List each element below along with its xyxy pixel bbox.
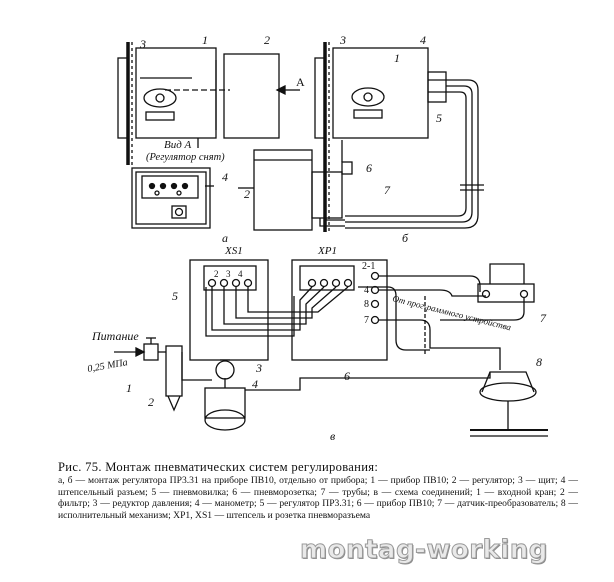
figure-caption: Рис. 75. Монтаж пневматических систем ре… <box>58 460 578 522</box>
pin-label-2: 2 <box>214 269 219 279</box>
panel-v-scheme <box>114 259 548 437</box>
caption-title: Рис. 75. Монтаж пневматических систем ре… <box>58 460 379 474</box>
label-b-device: 1 <box>394 51 400 65</box>
label-filter: 2 <box>148 395 154 409</box>
sub-label-v: в <box>330 429 335 443</box>
label-b-tubes: 7 <box>384 183 391 197</box>
label-b-connector: 4 <box>420 33 426 47</box>
port-label-2-1: 2-1 <box>362 261 375 272</box>
pin-label-4: 4 <box>238 269 243 279</box>
label-xs1: XS1 <box>224 245 243 257</box>
pin-label-3: 3 <box>226 269 231 279</box>
label-box-6: 6 <box>344 369 350 383</box>
label-xp1: XP1 <box>317 245 337 257</box>
sub-label-b: б <box>402 231 409 245</box>
label-b-pneumo-plug: 5 <box>436 111 442 125</box>
label-a-arrow: A <box>296 75 305 89</box>
from-device-label: От прог-раммного устройства <box>392 293 513 332</box>
pressure-label: 0,25 МПа <box>87 357 129 375</box>
port-label-4: 4 <box>364 285 369 296</box>
watermark: montag-working <box>300 535 548 566</box>
label-gauge: 4 <box>252 377 258 391</box>
label-a-connector: 4 <box>222 170 228 184</box>
view-label: Вид A <box>164 139 192 151</box>
port-label-7: 7 <box>364 315 369 326</box>
panel-b-mounting <box>238 42 484 232</box>
label-box-5: 5 <box>172 289 178 303</box>
label-sensor: 7 <box>540 311 547 325</box>
supply-label: Питание <box>91 329 139 343</box>
caption-body: а, б — монтаж регулятора ПР3.31 на прибо… <box>58 474 578 522</box>
figure: 3 1 2 A Вид A (Регулятор снят) 4 2 3 1 4… <box>87 33 548 443</box>
view-note: (Регулятор снят) <box>146 152 225 163</box>
label-a-regulator: 2 <box>264 33 270 47</box>
label-a-wall: 3 <box>139 37 146 51</box>
label-reducer: 3 <box>255 361 262 375</box>
label-b-socket: 6 <box>366 161 372 175</box>
figure-drawing: 3 1 2 A Вид A (Регулятор снят) 4 2 3 1 4… <box>87 33 548 443</box>
panel-a-mounting <box>117 42 300 229</box>
label-valve: 1 <box>126 381 132 395</box>
label-a-device: 1 <box>202 33 208 47</box>
port-label-8: 8 <box>364 299 369 310</box>
label-b-wall: 3 <box>339 33 346 47</box>
sub-label-a: а <box>222 231 228 245</box>
label-actuator: 8 <box>536 355 542 369</box>
label-regulator-lower: 2 <box>244 187 250 201</box>
